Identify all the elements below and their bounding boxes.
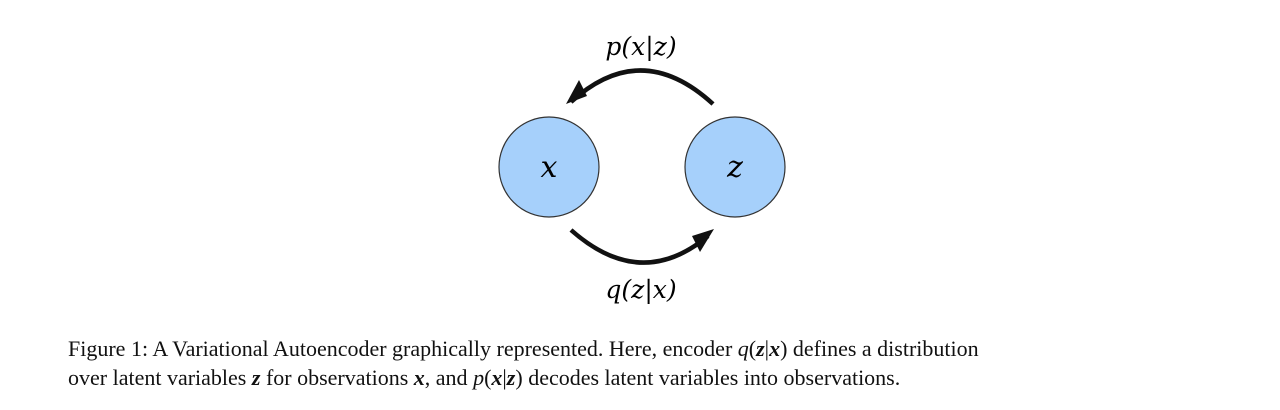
encoder-open-paren: ( bbox=[748, 336, 757, 361]
encoder-arrowhead bbox=[692, 229, 714, 252]
node-x-label: x bbox=[541, 150, 558, 185]
encoder-bar: | bbox=[764, 336, 770, 361]
latent-symbol: z bbox=[251, 365, 261, 390]
figure-caption: Figure 1: A Variational Autoencoder grap… bbox=[68, 334, 1218, 392]
decoder-arrowhead bbox=[566, 80, 587, 104]
decoder-label: p(x|z) bbox=[605, 32, 676, 62]
caption-text-2a: over latent variables bbox=[68, 365, 252, 390]
encoder-fn: q bbox=[737, 336, 749, 361]
vae-diagram: x z p(x|z) q(z|x) bbox=[498, 32, 786, 305]
decoder-fn: p bbox=[473, 365, 485, 390]
decoder-bar: | bbox=[502, 365, 507, 390]
decoder-z: z bbox=[506, 365, 516, 390]
encoder-close-paren: ) bbox=[780, 336, 788, 361]
caption-line-2: over latent variables z for observations… bbox=[68, 363, 1218, 392]
node-x-circle bbox=[498, 116, 600, 218]
caption-text-2b: for observations bbox=[260, 365, 414, 390]
encoder-x: x bbox=[769, 336, 781, 361]
caption-text-1b: defines a distribution bbox=[787, 336, 979, 361]
decoder-close-paren: ) bbox=[515, 365, 523, 390]
node-z: z bbox=[684, 116, 786, 218]
caption-line-1: Figure 1: A Variational Autoencoder grap… bbox=[68, 334, 1218, 363]
node-z-label: z bbox=[726, 150, 743, 185]
caption-text-2c: , and bbox=[424, 365, 474, 390]
node-z-circle bbox=[684, 116, 786, 218]
decoder-open-paren: ( bbox=[484, 365, 492, 390]
encoder-z: z bbox=[756, 336, 765, 361]
decoder-x: x bbox=[491, 365, 503, 390]
encoder-arrow bbox=[569, 228, 710, 265]
figure-label: Figure 1: bbox=[68, 336, 149, 361]
caption-text-1a: A Variational Autoencoder graphically re… bbox=[152, 336, 738, 361]
observation-symbol: x bbox=[413, 365, 425, 390]
decoder-arrow bbox=[569, 68, 715, 106]
caption-text-2d: decodes latent variables into observatio… bbox=[522, 365, 901, 390]
encoder-label: q(z|x) bbox=[605, 275, 676, 305]
node-x: x bbox=[498, 116, 600, 218]
